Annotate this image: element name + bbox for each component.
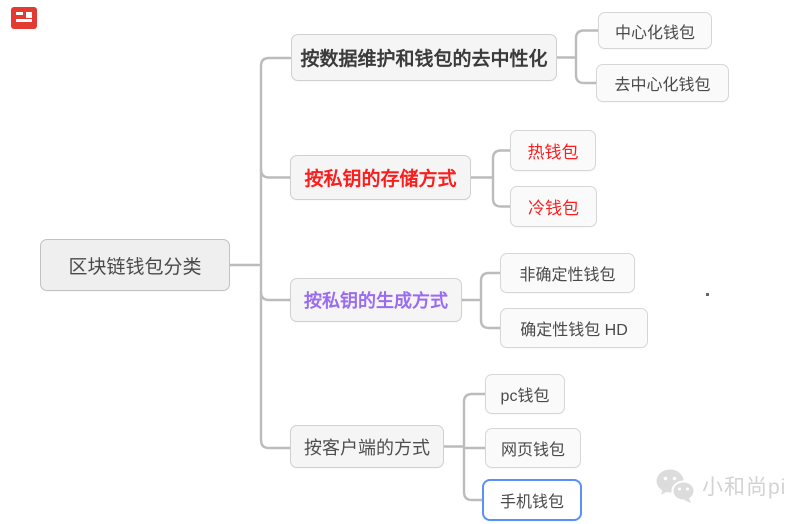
node-pc-wallet[interactable]: pc钱包 <box>485 374 565 414</box>
node-nondeterministic-wallet[interactable]: 非确定性钱包 <box>500 253 635 293</box>
watermark: 小和尚pi <box>655 468 786 504</box>
trunk-connector <box>259 56 292 450</box>
branch1-children-connector <box>555 29 600 85</box>
branch3-children-connector <box>460 271 502 330</box>
node-hot-wallet[interactable]: 热钱包 <box>510 130 596 171</box>
node-root[interactable]: 区块链钱包分类 <box>40 239 230 291</box>
node-branch-decentralization[interactable]: 按数据维护和钱包的去中性化 <box>291 34 557 81</box>
stray-dot <box>706 293 709 296</box>
node-deterministic-wallet-hd[interactable]: 确定性钱包 HD <box>500 308 648 348</box>
branch2-children-connector <box>469 149 512 208</box>
branch4-children-connector <box>441 392 487 502</box>
node-cold-wallet[interactable]: 冷钱包 <box>510 186 597 227</box>
branch2-left-connector <box>259 167 292 179</box>
node-mobile-wallet[interactable]: 手机钱包 <box>482 479 582 521</box>
node-branch-key-generation[interactable]: 按私钥的生成方式 <box>290 278 462 322</box>
branch3-left-connector <box>259 290 292 302</box>
node-branch-client-type[interactable]: 按客户端的方式 <box>290 425 444 468</box>
node-web-wallet[interactable]: 网页钱包 <box>485 428 581 468</box>
node-decentralized-wallet[interactable]: 去中心化钱包 <box>596 64 729 102</box>
node-centralized-wallet[interactable]: 中心化钱包 <box>598 12 712 49</box>
wechat-logo-icon <box>656 469 696 503</box>
node-branch-key-storage[interactable]: 按私钥的存储方式 <box>290 155 471 200</box>
red-logo-icon <box>11 7 37 29</box>
watermark-text: 小和尚pi <box>702 476 787 499</box>
